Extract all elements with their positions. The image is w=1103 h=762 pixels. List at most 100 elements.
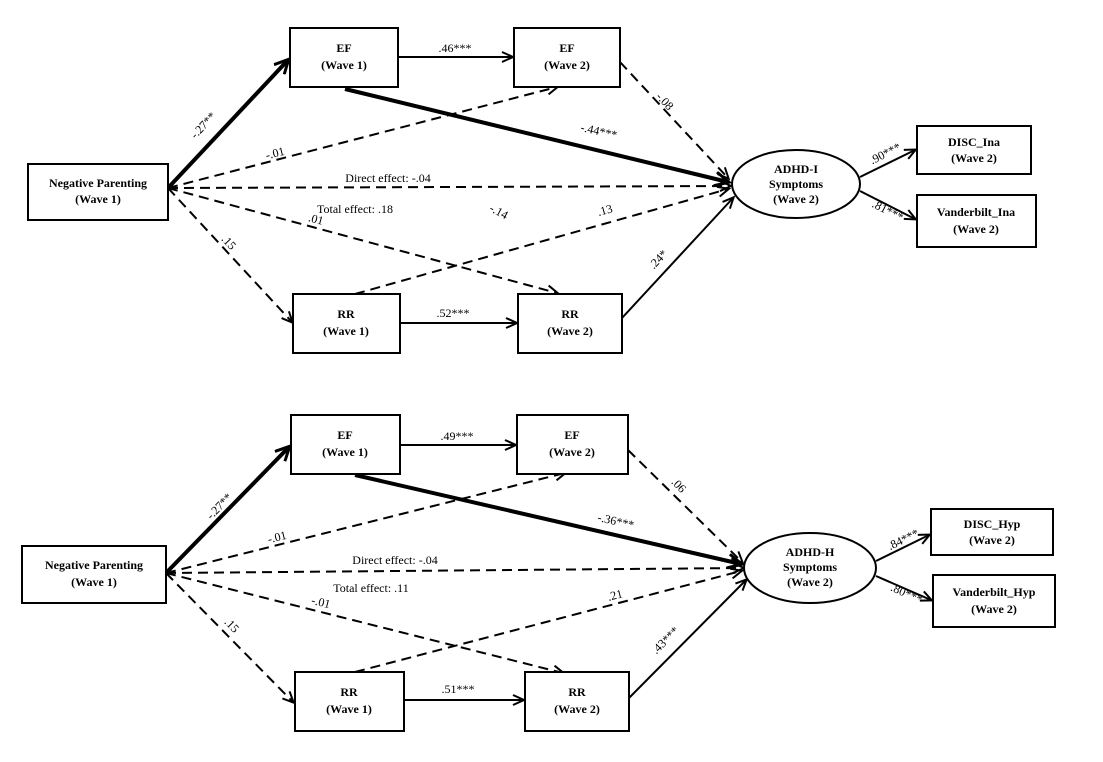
node-label: Vanderbilt_Hyp <box>953 585 1036 599</box>
node-label: DISC_Hyp <box>964 517 1021 531</box>
label-total-effect: Total effect: .11 <box>333 581 408 595</box>
arrow-ef1-adhd <box>354 473 741 564</box>
arrow-np-rr1 <box>165 572 293 702</box>
label-direct-effect: Direct effect: -.04 <box>345 171 430 185</box>
label-ef1-ef2: .49*** <box>441 429 474 443</box>
arrow-np-ef1 <box>166 60 288 190</box>
node-label: EF <box>559 41 574 55</box>
label-rr1-adhd: .13 <box>596 201 614 219</box>
label-rr2-adhd: .43*** <box>649 624 682 657</box>
node-rr-wave1: RR (Wave 1) <box>292 293 401 354</box>
node-label: Symptoms <box>769 177 823 191</box>
arrow-ef2-adhd <box>627 449 742 562</box>
label-np-rr2: .01 <box>307 210 325 227</box>
node-label: (Wave 2) <box>544 58 590 72</box>
node-negative-parenting: Negative Parenting (Wave 1) <box>21 545 167 604</box>
node-label: RR <box>337 307 355 321</box>
arrow-np-rr1 <box>167 187 292 322</box>
node-adhd-i-symptoms: ADHD-I Symptoms (Wave 2) <box>731 149 861 219</box>
node-label: EF <box>564 428 579 442</box>
label-np-rr2: -.01 <box>310 593 332 611</box>
node-label: EF <box>336 41 351 55</box>
label-ef1-adhd: -.36*** <box>596 510 635 532</box>
arrow-adhd-ind2 <box>859 190 915 219</box>
arrow-np-rr2 <box>165 572 563 673</box>
arrow-ef1-adhd <box>344 87 728 182</box>
label-adhd-ind1: .84*** <box>885 526 921 553</box>
label-rr2-adhd: .24* <box>646 247 671 272</box>
label-rr1-rr2: .52*** <box>437 306 470 320</box>
node-disc-ina: DISC_Ina (Wave 2) <box>916 125 1032 175</box>
node-ef-wave1: EF (Wave 1) <box>290 414 401 475</box>
node-vanderbilt-hyp: Vanderbilt_Hyp (Wave 2) <box>932 574 1056 628</box>
arrow-np-adhd-direct <box>165 568 743 574</box>
node-label: Negative Parenting <box>49 176 147 190</box>
label-direct-effect: Direct effect: -.04 <box>352 553 437 567</box>
node-label: Symptoms <box>783 560 837 574</box>
label-ef2-adhd: -.08 <box>653 90 676 113</box>
node-ef-wave1: EF (Wave 1) <box>289 27 399 88</box>
label-total-effect: Total effect: .18 <box>317 202 393 216</box>
node-label: (Wave 2) <box>547 324 593 338</box>
node-negative-parenting: Negative Parenting (Wave 1) <box>27 163 169 221</box>
node-label: (Wave 2) <box>969 533 1015 547</box>
arrow-adhd-ind1 <box>859 150 915 178</box>
arrow-rr1-adhd <box>354 189 728 295</box>
node-label: (Wave 2) <box>971 602 1017 616</box>
node-ef-wave2: EF (Wave 2) <box>513 27 621 88</box>
label-ef1-adhd: -.44*** <box>579 120 618 142</box>
label-rr1-adhd: .21 <box>606 586 624 603</box>
node-label: (Wave 2) <box>787 575 833 589</box>
label-adhd-ind2: .81*** <box>870 197 906 224</box>
arrow-rr1-adhd <box>354 571 741 673</box>
arrow-rr2-adhd <box>628 580 746 699</box>
node-label: (Wave 1) <box>321 58 367 72</box>
node-rr-wave2: RR (Wave 2) <box>524 671 630 732</box>
arrow-np-ef1 <box>164 447 289 575</box>
node-label: Vanderbilt_Ina <box>937 205 1015 219</box>
node-label: (Wave 2) <box>554 702 600 716</box>
arrow-adhd-ind1 <box>875 535 929 562</box>
arrow-np-ef2 <box>165 473 565 574</box>
node-rr-wave1: RR (Wave 1) <box>294 671 405 732</box>
arrow-ef2-adhd <box>619 61 728 178</box>
node-label: (Wave 2) <box>773 192 819 206</box>
panel-2: Negative Parenting (Wave 1) EF (Wave 1) … <box>21 414 1056 732</box>
node-label: (Wave 1) <box>326 702 372 716</box>
label-ef1-ef2: .46*** <box>439 41 472 55</box>
node-disc-hyp: DISC_Hyp (Wave 2) <box>930 508 1054 556</box>
node-label: EF <box>337 428 352 442</box>
node-label: RR <box>561 307 579 321</box>
arrow-rr2-adhd <box>621 198 733 319</box>
label-np-rr1: .15 <box>219 232 239 253</box>
label-ef2-adhd: .06 <box>669 475 689 496</box>
label-np-rr2-mid: -.14 <box>487 201 510 222</box>
label-np-ef2: -.01 <box>264 144 286 162</box>
node-label: DISC_Ina <box>948 135 1000 149</box>
node-vanderbilt-ina: Vanderbilt_Ina (Wave 2) <box>916 194 1037 248</box>
node-label: (Wave 2) <box>951 151 997 165</box>
node-ef-wave2: EF (Wave 2) <box>516 414 629 475</box>
label-adhd-ind2: .80*** <box>889 580 925 606</box>
node-label: (Wave 2) <box>549 445 595 459</box>
panel-1: Negative Parenting (Wave 1) EF (Wave 1) … <box>27 27 1037 354</box>
node-label: (Wave 1) <box>323 324 369 338</box>
node-label: Negative Parenting <box>45 558 143 572</box>
arrow-np-rr2 <box>167 187 557 293</box>
label-rr1-rr2: .51*** <box>442 682 475 696</box>
node-label: RR <box>340 685 358 699</box>
arrow-adhd-ind2 <box>875 575 931 600</box>
node-label: RR <box>568 685 586 699</box>
arrow-np-ef2 <box>167 87 557 189</box>
arrow-np-adhd-direct <box>167 186 730 188</box>
node-rr-wave2: RR (Wave 2) <box>517 293 623 354</box>
node-label: (Wave 1) <box>322 445 368 459</box>
node-label: (Wave 2) <box>953 222 999 236</box>
label-adhd-ind1: .90*** <box>867 140 903 167</box>
node-adhd-h-symptoms: ADHD-H Symptoms (Wave 2) <box>743 532 877 604</box>
node-label: (Wave 1) <box>75 192 121 206</box>
node-label: (Wave 1) <box>71 575 117 589</box>
node-label: ADHD-H <box>786 545 835 559</box>
label-np-ef2: -.01 <box>266 528 288 546</box>
